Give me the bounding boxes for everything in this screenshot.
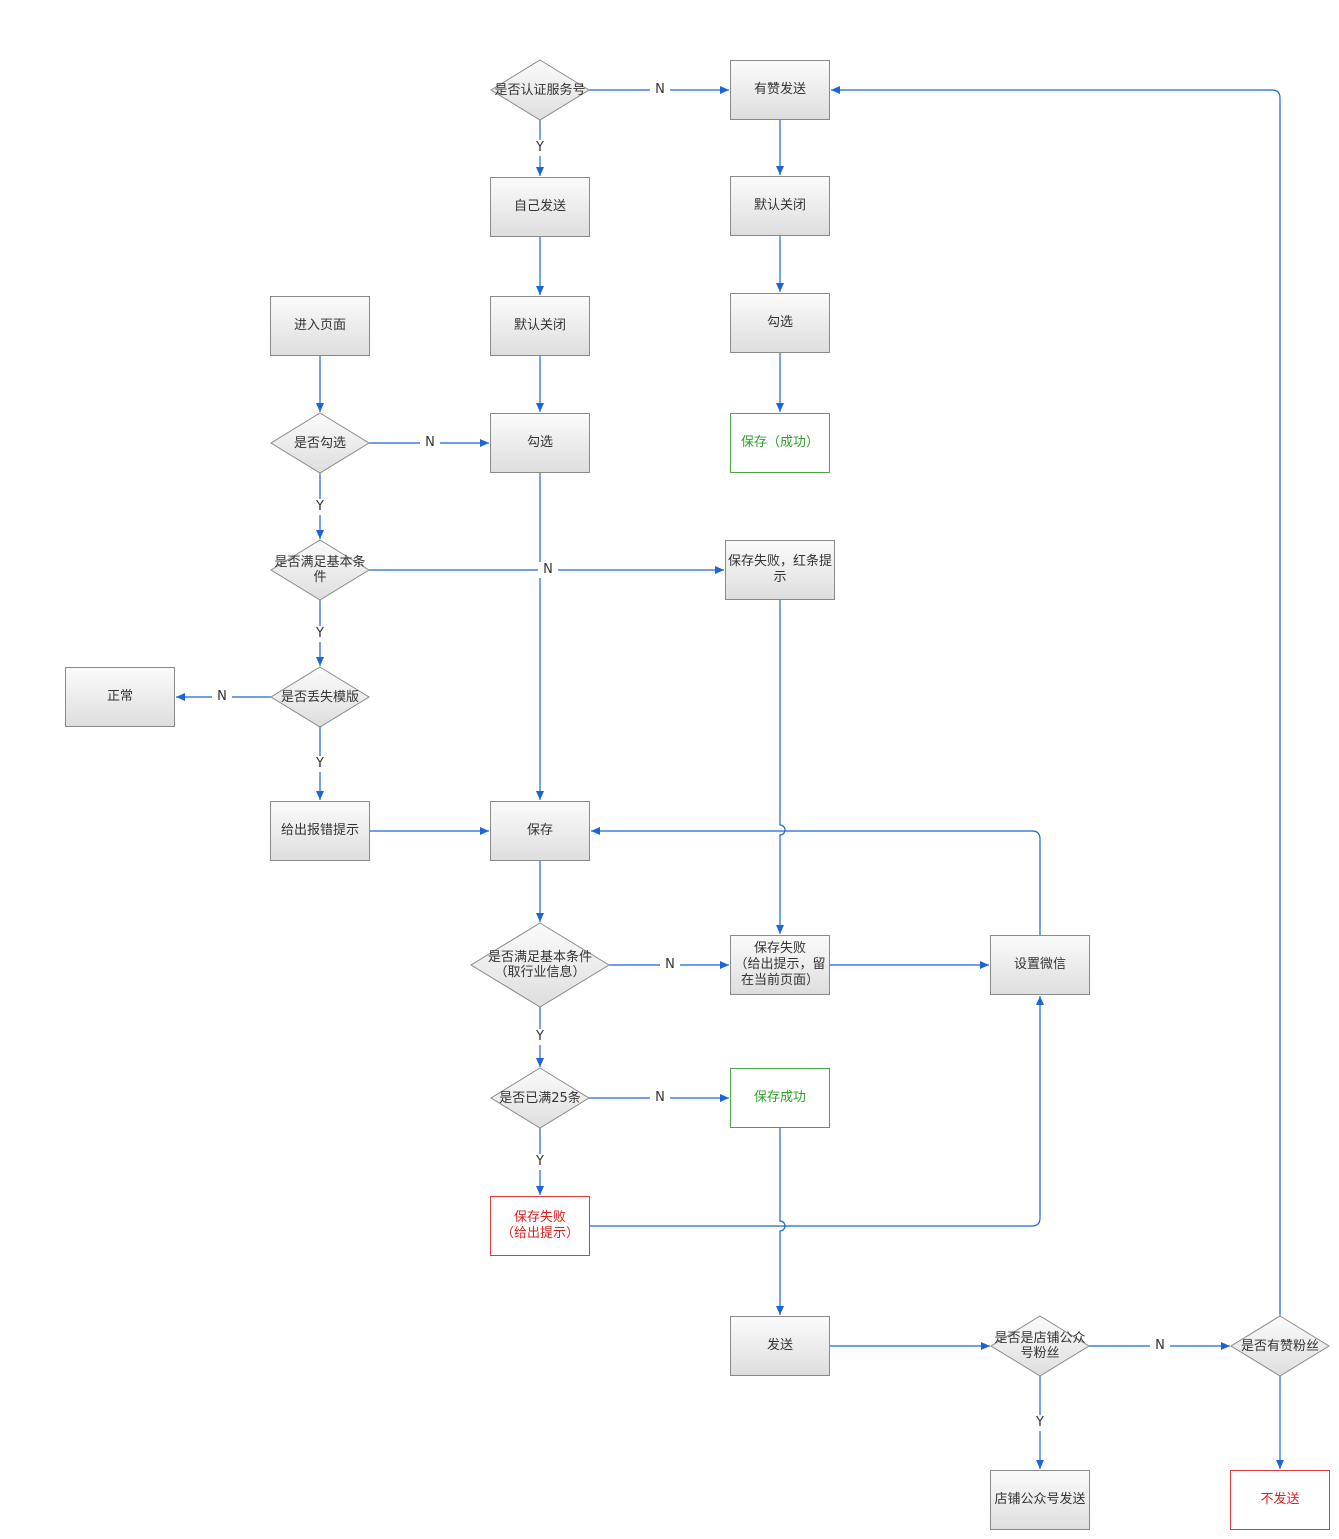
decision-meets-basic: 是否满足基本条 件 bbox=[274, 555, 366, 585]
flow-edge bbox=[590, 996, 1044, 1227]
node-self-send: 自己发送 bbox=[490, 177, 590, 237]
edge-label: Y bbox=[530, 1029, 550, 1045]
edge-label: N bbox=[1150, 1338, 1170, 1354]
edge-label: Y bbox=[310, 756, 330, 772]
edge-label: Y bbox=[530, 140, 550, 156]
edge-label: Y bbox=[310, 499, 330, 515]
node-save-success-top: 保存（成功） bbox=[730, 413, 830, 473]
node-setup-wechat: 设置微信 bbox=[990, 935, 1090, 995]
node-save-fail-hint: 保存失败 （给出提示） bbox=[490, 1196, 590, 1256]
node-send: 发送 bbox=[730, 1316, 830, 1376]
edge-label: N bbox=[650, 1090, 670, 1106]
decision-template-lost: 是否丢失模版 bbox=[280, 689, 359, 705]
node-shop-send: 店铺公众号发送 bbox=[990, 1470, 1090, 1530]
node-no-send: 不发送 bbox=[1230, 1470, 1330, 1530]
decision-is-certified: 是否认证服务号 bbox=[494, 82, 586, 98]
node-normal: 正常 bbox=[65, 667, 175, 727]
flow-edge bbox=[776, 600, 786, 934]
node-save-success: 保存成功 bbox=[730, 1068, 830, 1128]
edge-label: Y bbox=[1030, 1415, 1050, 1431]
decision-is-shop-fan: 是否是店铺公众 号粉丝 bbox=[994, 1331, 1086, 1361]
node-save-fail-stay: 保存失败 （给出提示，留 在当前页面） bbox=[730, 935, 830, 995]
node-save-fail-red-bar: 保存失败，红条提 示 bbox=[725, 540, 835, 600]
node-default-off-middle: 默认关闭 bbox=[490, 296, 590, 356]
edge-label: N bbox=[212, 689, 232, 705]
edge-label: Y bbox=[310, 626, 330, 642]
flow-edge bbox=[776, 1128, 786, 1315]
decision-is-checked: 是否勾选 bbox=[293, 435, 346, 451]
edge-label: N bbox=[650, 82, 670, 98]
flow-edge bbox=[591, 827, 1041, 935]
decision-is-youzan-fan: 是否有赞粉丝 bbox=[1240, 1338, 1319, 1354]
node-save: 保存 bbox=[490, 801, 590, 861]
edge-label: Y bbox=[530, 1154, 550, 1170]
decision-is-youzan-fan-shape bbox=[1230, 1315, 1330, 1377]
decision-meets-industry-shape bbox=[470, 922, 610, 1008]
decision-is-shop-fan-shape bbox=[990, 1315, 1090, 1377]
edge-label: N bbox=[420, 435, 440, 451]
node-check-right: 勾选 bbox=[730, 293, 830, 353]
decision-is-full-25-shape bbox=[490, 1067, 590, 1129]
decision-meets-industry: 是否满足基本条件 （取行业信息） bbox=[487, 950, 592, 980]
decision-is-full-25: 是否已满25条 bbox=[499, 1090, 581, 1106]
node-show-error: 给出报错提示 bbox=[270, 801, 370, 861]
decision-meets-basic-shape bbox=[270, 539, 370, 601]
edge-label: N bbox=[538, 562, 558, 578]
flow-edge bbox=[831, 86, 1281, 1316]
node-youzan-send: 有赞发送 bbox=[730, 60, 830, 120]
node-check-middle: 勾选 bbox=[490, 413, 590, 473]
node-enter-page: 进入页面 bbox=[270, 296, 370, 356]
decision-is-checked-shape bbox=[270, 412, 370, 474]
node-default-off-right: 默认关闭 bbox=[730, 176, 830, 236]
decision-template-lost-shape bbox=[270, 666, 370, 728]
decision-is-certified-shape bbox=[490, 59, 590, 121]
edge-label: N bbox=[660, 957, 680, 973]
